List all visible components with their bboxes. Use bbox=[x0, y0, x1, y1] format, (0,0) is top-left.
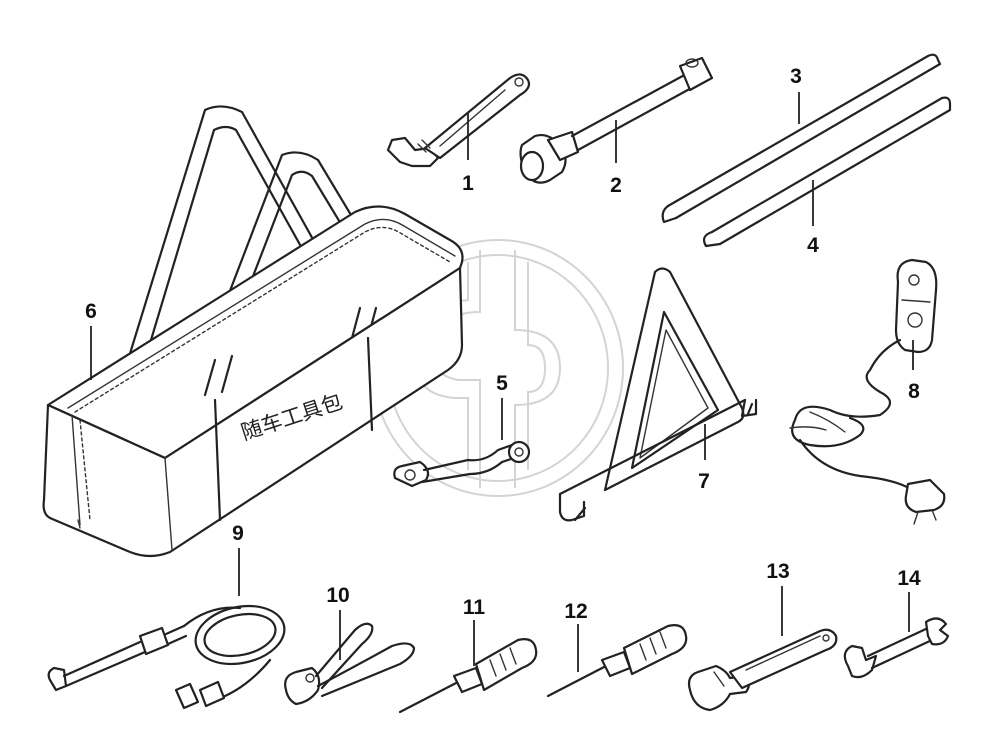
screwdriver-12 bbox=[546, 624, 688, 698]
callout-5: 5 bbox=[496, 372, 508, 395]
callout-6: 6 bbox=[85, 300, 97, 323]
callout-14: 14 bbox=[897, 567, 921, 590]
warning-triangle bbox=[558, 267, 758, 522]
offset-ring-wrench bbox=[393, 440, 531, 488]
open-end-spanner bbox=[843, 617, 950, 679]
callout-11: 11 bbox=[463, 596, 486, 619]
inspection-lamp bbox=[789, 258, 946, 525]
callout-9: 9 bbox=[232, 522, 244, 545]
callout-3: 3 bbox=[790, 65, 802, 88]
screwdriver-11 bbox=[398, 638, 538, 714]
callout-12: 12 bbox=[564, 600, 587, 623]
pry-bar-long bbox=[661, 53, 942, 224]
callout-1: 1 bbox=[462, 172, 474, 195]
callout-8: 8 bbox=[908, 380, 920, 403]
pliers bbox=[284, 622, 416, 706]
callout-10: 10 bbox=[326, 584, 349, 607]
wheel-brace-socket bbox=[519, 56, 714, 184]
pry-bar-short bbox=[702, 96, 952, 248]
callout-2: 2 bbox=[610, 174, 622, 197]
callout-7: 7 bbox=[698, 470, 710, 493]
tyre-inflation-hose bbox=[47, 604, 286, 710]
callouts: 1 2 3 4 5 6 7 8 9 10 11 12 13 14 bbox=[85, 65, 921, 672]
callout-4: 4 bbox=[807, 234, 819, 257]
adjustable-wrench-small bbox=[386, 73, 531, 168]
adjustable-wrench-large bbox=[687, 628, 838, 712]
callout-13: 13 bbox=[766, 560, 789, 583]
tool-bag: 随车工具包 bbox=[42, 105, 464, 558]
